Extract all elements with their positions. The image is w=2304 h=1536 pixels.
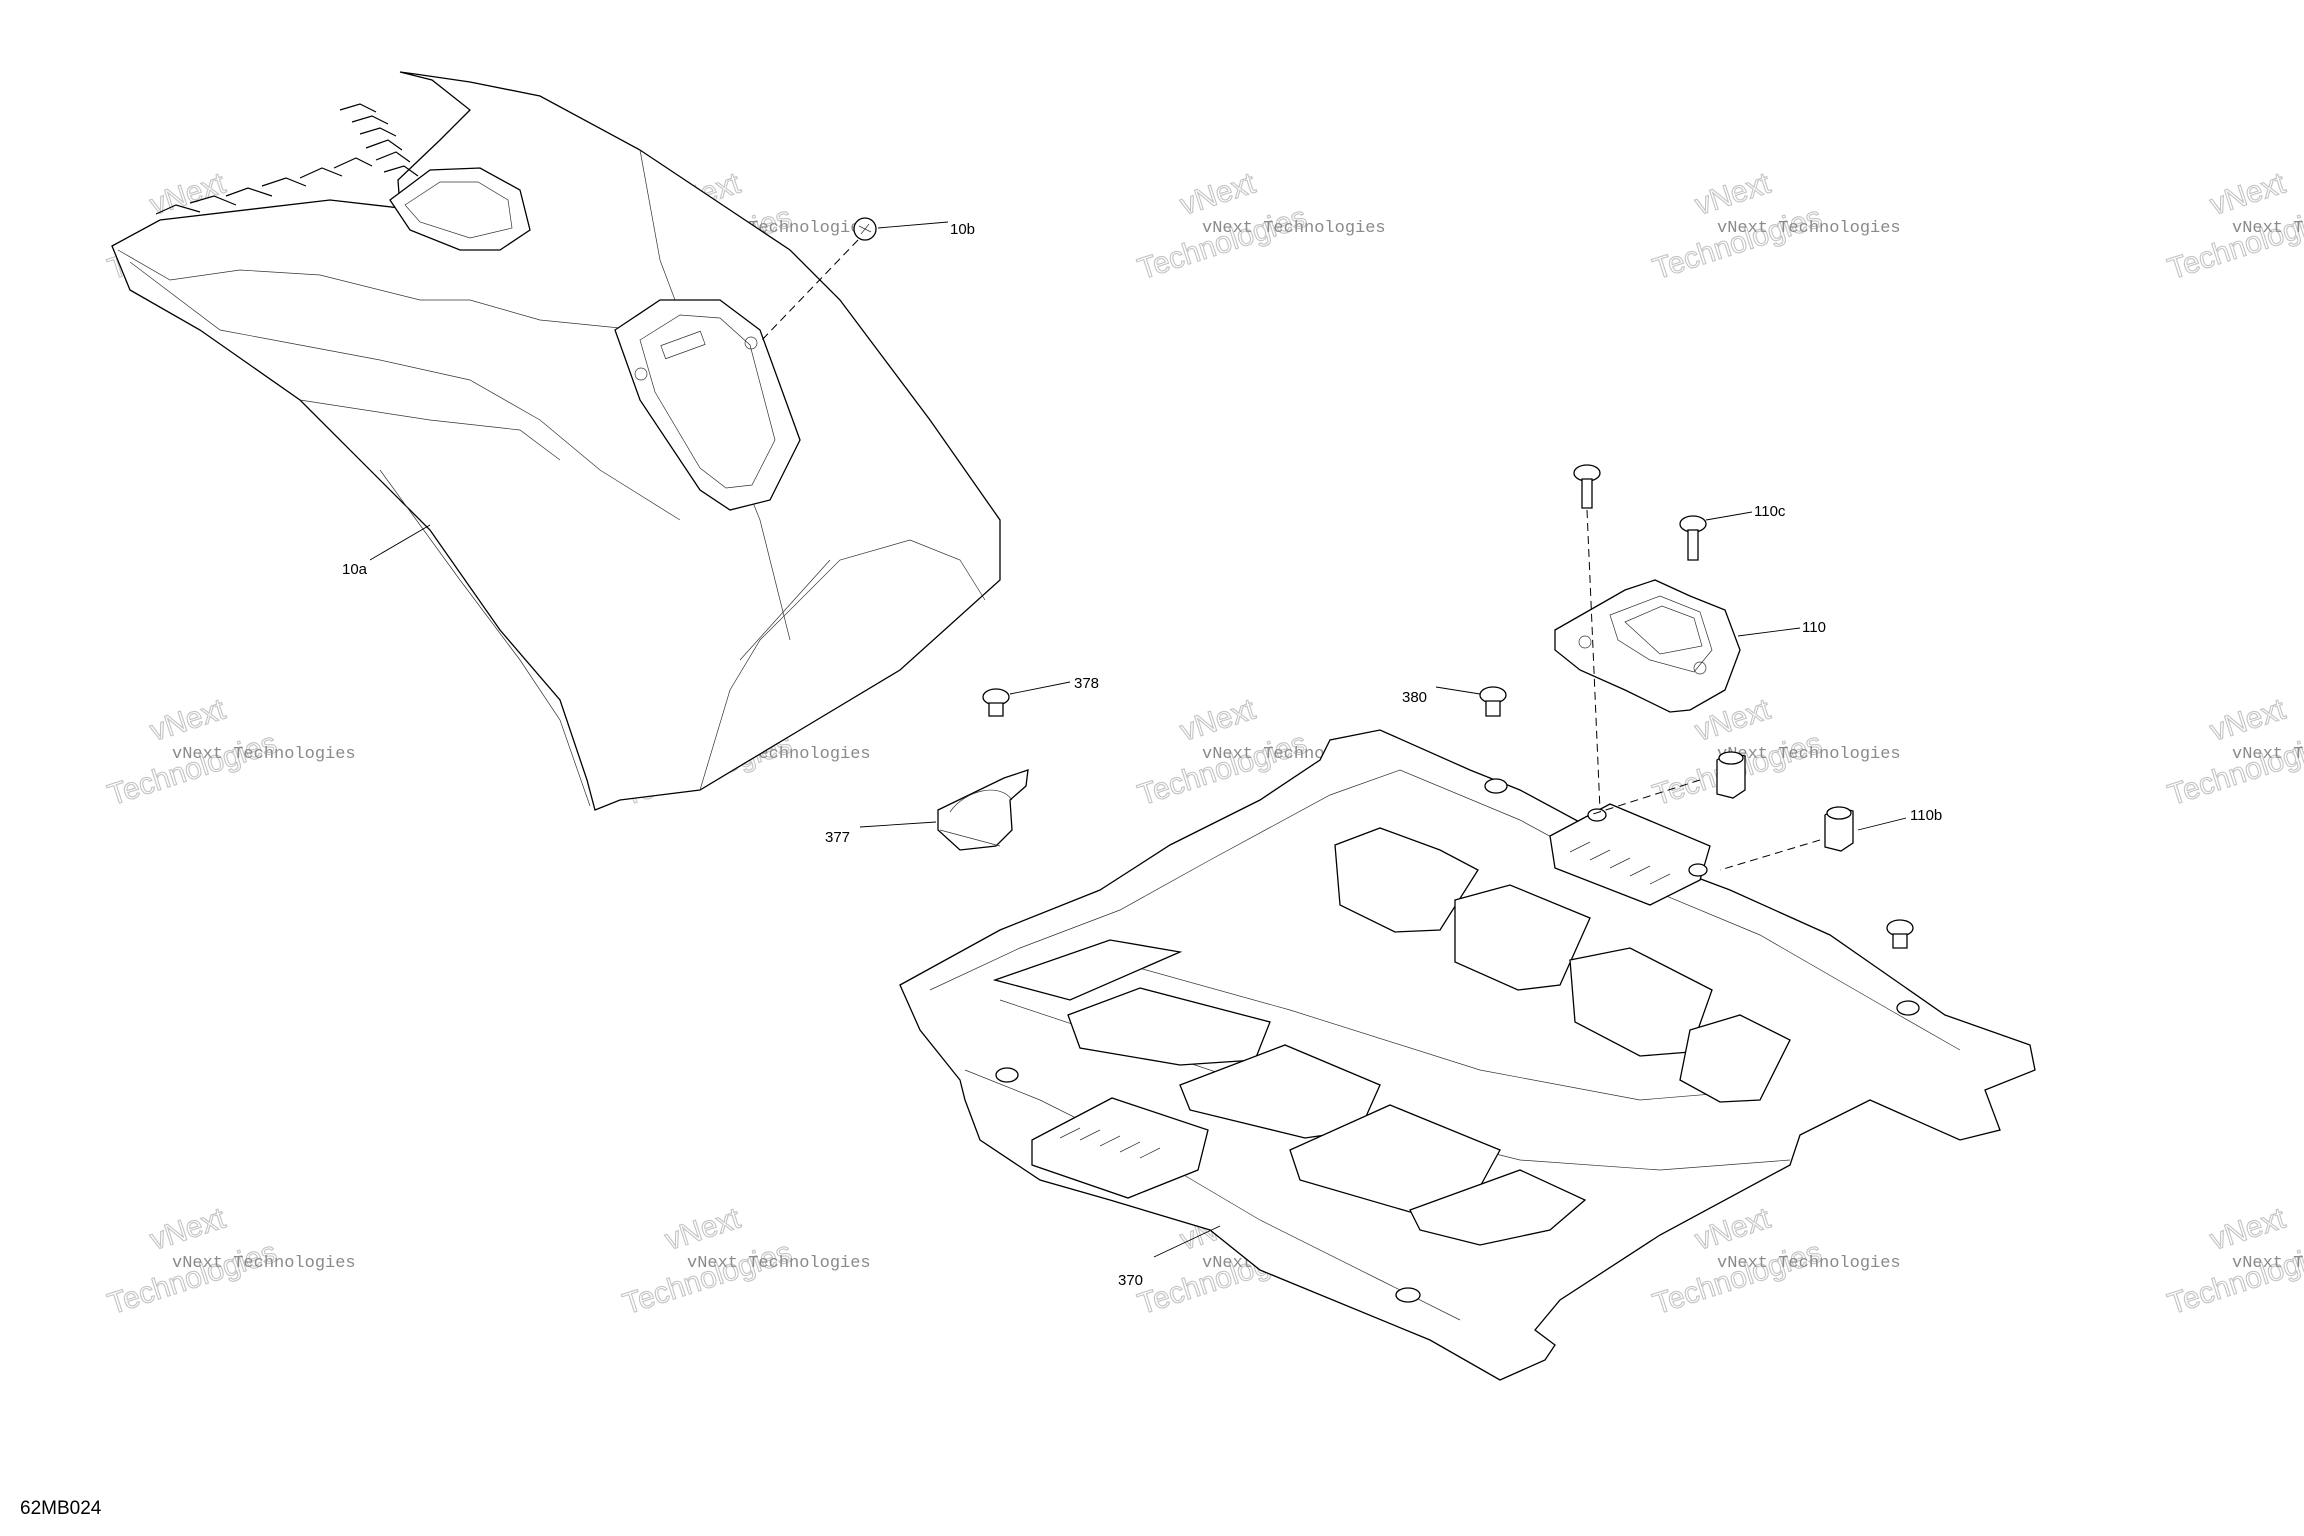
upper-cover-panel-10a: [111, 71, 1001, 811]
watermark-line1: vNext Technologies: [172, 745, 356, 764]
watermark-prefix: vNext: [1176, 693, 1260, 748]
watermark-line1: vNext Technologies: [2232, 1254, 2304, 1273]
watermark-line2: Technologies: [104, 727, 281, 813]
callout-370: 370: [1118, 1272, 1143, 1289]
watermark-prefix: vNext: [146, 1202, 230, 1257]
watermark-prefix: vNext: [2206, 693, 2290, 748]
watermark-line1: vNext Technologies: [172, 1254, 356, 1273]
watermark-line1: vNext Technologies: [1717, 219, 1901, 238]
watermark-line1: vNext Technologies: [1717, 1254, 1901, 1273]
callout-380: 380: [1402, 689, 1427, 706]
watermark-line1: vNext Technologies: [2232, 745, 2304, 764]
watermark-line2: Technologies: [1649, 1236, 1826, 1322]
figure-id: 62MB024: [20, 1498, 102, 1519]
callout-10a: 10a: [342, 561, 368, 578]
watermark-line1: vNext Technologies: [2232, 219, 2304, 238]
callout-10b: 10b: [950, 221, 975, 238]
watermark-prefix: vNext: [2206, 1202, 2290, 1257]
callout-110b: 110b: [1910, 807, 1942, 824]
screw-icon: [982, 681, 1071, 717]
watermark-line2: Technologies: [104, 1236, 281, 1322]
screw-icon: [759, 217, 949, 343]
clip-icon: [859, 769, 1029, 851]
handle-bracket-110: [1554, 579, 1801, 713]
watermark-prefix: vNext: [1691, 167, 1775, 222]
screw-icon: [1573, 464, 1601, 811]
screw-icon: [1886, 919, 1914, 949]
watermark-prefix: vNext: [2206, 167, 2290, 222]
watermark-prefix: vNext: [661, 1202, 745, 1257]
watermark-line2: Technologies: [619, 1236, 796, 1322]
watermark-line2: Technologies: [1649, 201, 1826, 287]
nut-icon: [1719, 806, 1907, 871]
watermark-line1: vNext Technologies: [687, 1254, 871, 1273]
watermark-prefix: vNext: [1176, 167, 1260, 222]
screw-icon: [1435, 686, 1507, 717]
nut-icon: [1589, 751, 1746, 816]
callout-110: 110: [1802, 619, 1826, 636]
callout-110c: 110c: [1754, 503, 1786, 520]
skid-plate-370: [899, 729, 2036, 1381]
watermark-line2: Technologies: [1134, 201, 1311, 287]
screw-icon: [1679, 511, 1753, 561]
watermark-line1: vNext Technologies: [1717, 745, 1901, 764]
watermark-line1: vNext Technologies: [1202, 219, 1386, 238]
callout-378: 378: [1074, 675, 1099, 692]
callout-377: 377: [825, 829, 850, 846]
watermark-prefix: vNext: [146, 693, 230, 748]
